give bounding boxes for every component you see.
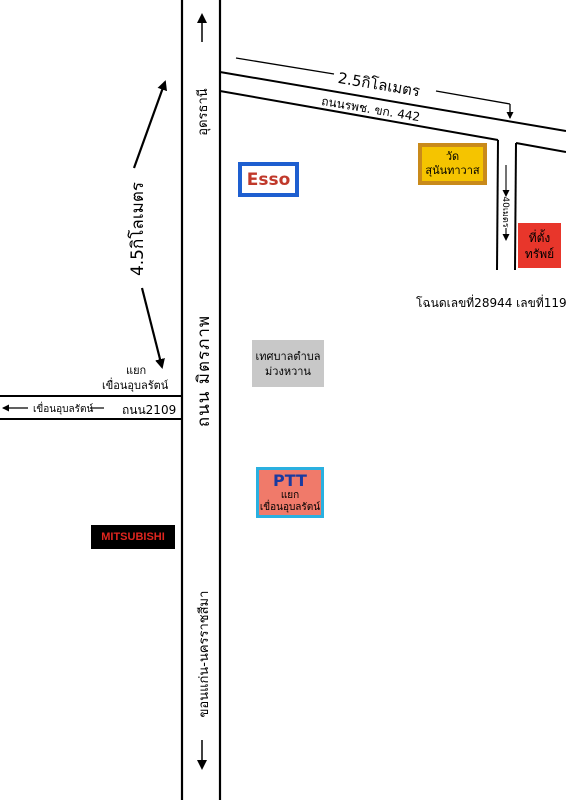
main-road-bottom-label: ขอนแก่น-นครราชสีมา <box>197 590 212 718</box>
ptt-landmark: PTT แยก เขื่อนอุบลรัตน์ <box>256 467 324 518</box>
distance-meter-label: 40เมตร <box>500 196 510 228</box>
junction-label-line2: เขื่อนอุบลรัตน์ <box>102 379 169 392</box>
left-road-name: ถนน2109 <box>122 403 177 417</box>
distance-arrow-down <box>140 287 165 369</box>
left-road-direction: เขื่อนอุบลรัตน์ <box>33 404 94 415</box>
side-road-bottom-edge-a <box>219 90 499 141</box>
km-line-left <box>235 57 335 75</box>
property-label-line2: ทรัพย์ <box>524 246 555 261</box>
ptt-label-line1: แยก <box>280 489 300 501</box>
municipality-label-line1: เทศบาลตำบล <box>255 349 321 363</box>
main-road-name: ถนน มิตรภาพ <box>194 314 214 428</box>
branch-road-left-edge <box>496 139 499 271</box>
branch-road-right-edge <box>514 142 517 271</box>
municipality-landmark: เทศบาลตำบล ม่วงหวาน <box>252 340 324 387</box>
side-road-top-edge <box>219 71 566 132</box>
km-line-right <box>435 90 511 105</box>
junction-label-line1: แยก <box>126 364 147 377</box>
esso-landmark: Esso <box>238 162 299 197</box>
municipality-label-line2: ม่วงหวาน <box>265 364 311 378</box>
temple-label-line1: วัด <box>445 150 460 163</box>
property-label-line1: ที่ตั้ง <box>528 230 551 245</box>
deed-number-text: โฉนดเลขที่28944 เลขที่119 <box>416 296 566 310</box>
ptt-title: PTT <box>273 470 307 490</box>
mitsubishi-label: MITSUBISHI <box>101 531 165 543</box>
temple-label-line2: สุนันทาวาส <box>425 164 480 177</box>
distance-vertical-label: 4.5กิโลเมตร <box>128 181 148 277</box>
temple-landmark: วัด สุนันทาวาส <box>418 143 487 185</box>
mitsubishi-landmark: MITSUBISHI <box>91 525 175 549</box>
ptt-label-line2: เขื่อนอุบลรัตน์ <box>259 501 321 513</box>
esso-label: Esso <box>246 169 291 190</box>
distance-arrow-up <box>132 80 167 169</box>
main-road-top-label: อุดรธานี <box>196 88 211 136</box>
property-landmark: ที่ตั้ง ทรัพย์ <box>518 223 561 268</box>
side-road-bottom-edge-b <box>515 142 566 153</box>
